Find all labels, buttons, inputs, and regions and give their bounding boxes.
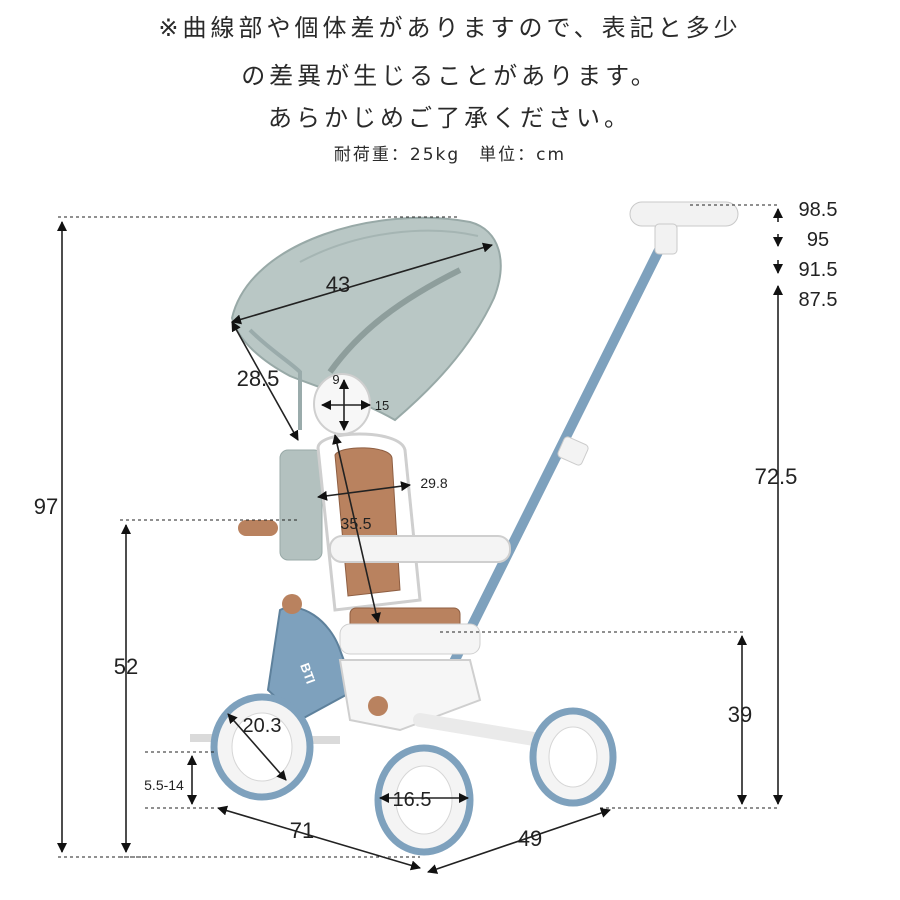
- headrest-width-label: 15: [375, 398, 389, 413]
- dimension-labels: 97 98.5 95 91.5 87.5 72.5 39 43 28.5 9 1…: [34, 199, 838, 851]
- handle-height-2-label: 95: [807, 229, 829, 251]
- width-label: 49: [518, 826, 542, 851]
- handle-height-1-label: 98.5: [799, 199, 838, 221]
- push-handle: [435, 201, 739, 695]
- length-label: 71: [290, 818, 314, 843]
- seat-height-label: 39: [728, 702, 752, 727]
- notice-line-1: ※曲線部や個体差がありますので、表記と多少: [158, 14, 742, 42]
- front-wheel-label: 20.3: [243, 715, 282, 737]
- canopy-width-arrow: [231, 242, 493, 325]
- handle-to-seat-label: 72.5: [755, 464, 798, 489]
- notice-line-3: あらかじめご了承ください。: [268, 104, 632, 132]
- rear-wheel-label: 16.5: [393, 789, 432, 811]
- total-height-label: 97: [34, 494, 58, 519]
- load-and-unit-spec: 耐荷重：25kg 単位：cm: [333, 145, 567, 165]
- notice-line-2: の差異が生じることがあります。: [241, 62, 659, 90]
- seat-width-label: 29.8: [420, 475, 447, 491]
- handle-height-4-label: 87.5: [799, 289, 838, 311]
- backrest-height-label: 35.5: [340, 516, 371, 533]
- dimension-lines: [57, 204, 783, 874]
- canopy-width-label: 43: [326, 272, 350, 297]
- front-wheel-arrow: [227, 713, 287, 781]
- brand-text: BTI: [297, 661, 318, 686]
- canopy-depth-label: 28.5: [237, 366, 280, 391]
- front-wheel: [210, 693, 314, 801]
- footrest-height-label: 5.5-14: [144, 777, 184, 793]
- headrest-height-label: 9: [332, 372, 339, 387]
- length-arrow: [217, 805, 421, 871]
- rear-wheel-right: [529, 707, 617, 807]
- backrest-height-arrow: [332, 434, 381, 623]
- canopy-depth-arrow: [231, 321, 299, 441]
- width-arrow: [427, 808, 611, 874]
- tricycle-illustration: BTI: [190, 201, 739, 856]
- handle-height-3-label: 91.5: [799, 259, 838, 281]
- frame-height-label: 52: [114, 654, 138, 679]
